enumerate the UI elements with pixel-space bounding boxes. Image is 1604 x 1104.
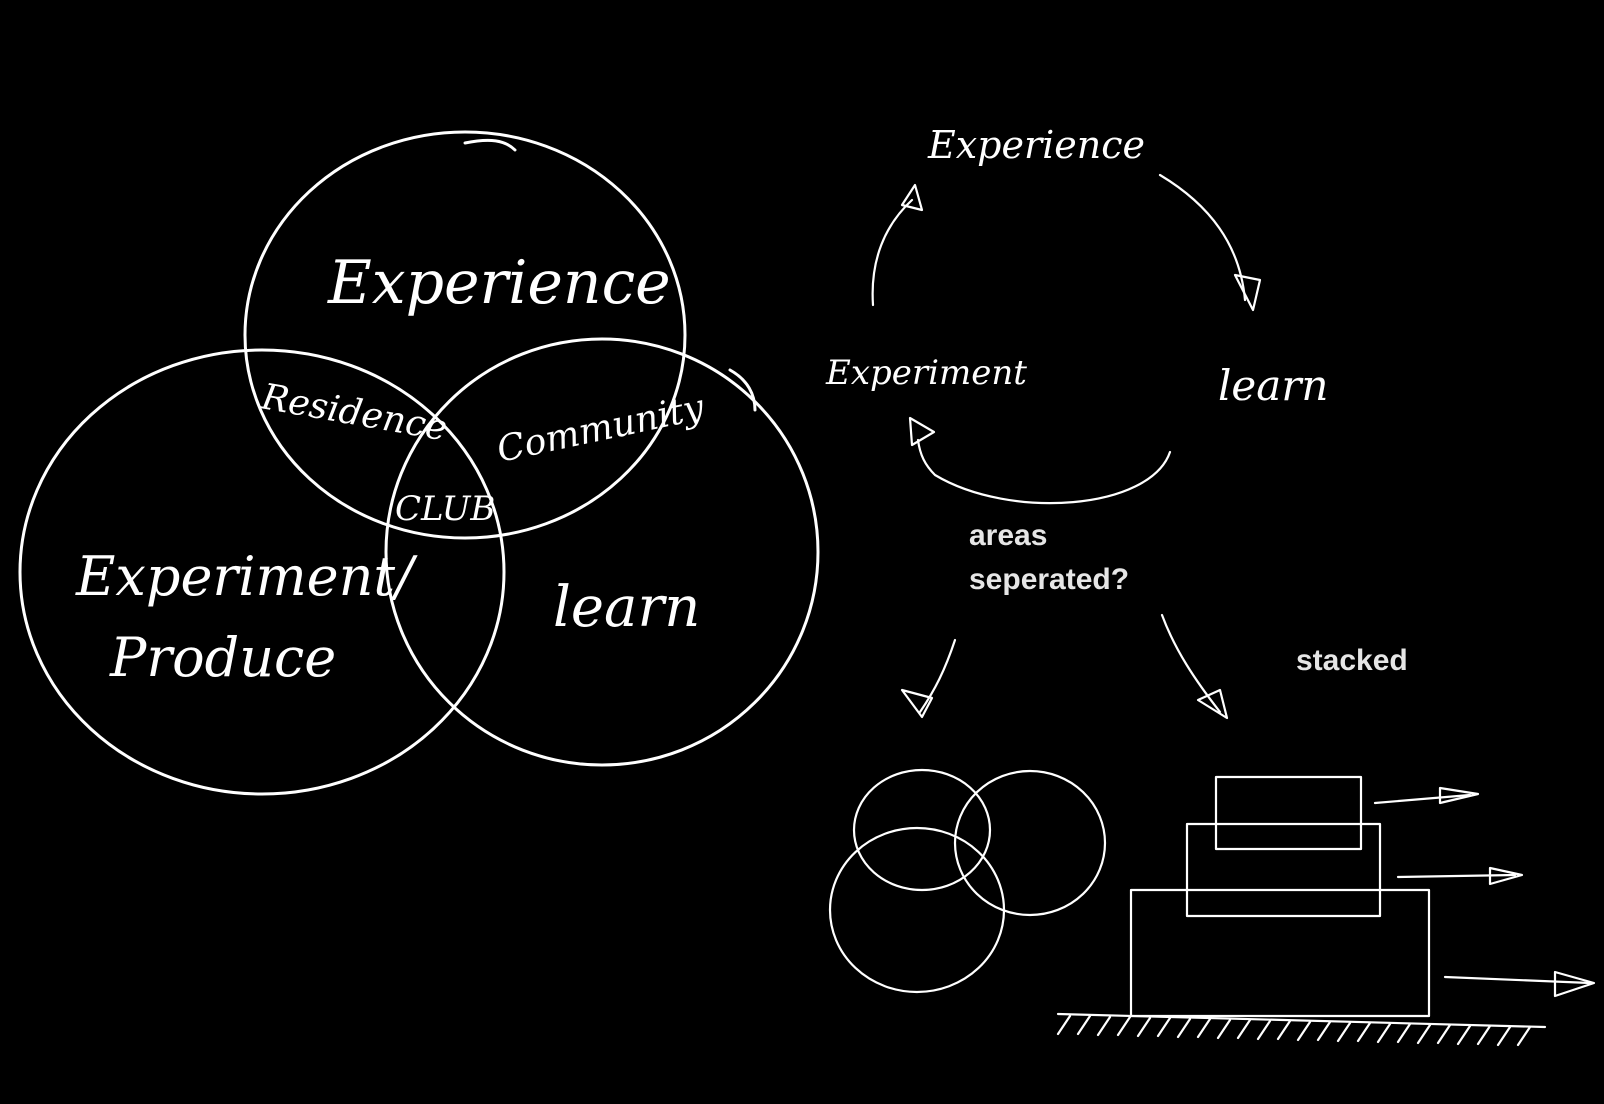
venn-circle-experiment-produce [18,348,506,796]
venn-circle-learn [384,337,820,767]
venn-label-experiment-line2: Produce [109,626,336,689]
cycle-arrowhead-experience [900,183,924,212]
venn-label-experience: Experience [327,248,671,318]
cycle-arrow-experience-to-learn [1158,173,1247,302]
ground-line [1056,1012,1547,1029]
venn-label-experiment-line1: Experiment/ [75,545,418,608]
venn-circle-learn-overstroke [728,368,757,412]
stack-arrow-bottom [1443,975,1592,985]
note-areas-line2: seperated? [969,563,1129,596]
stack-arrowhead-middle [1488,866,1524,886]
notes: areas seperated? stacked [900,519,1408,720]
venn-circle-experience-overstroke [463,138,517,152]
note-areas-line1: areas [969,519,1047,552]
arrow-to-separated-sketch [918,638,957,714]
venn-label-club: CLUB [395,489,495,529]
arrow-to-stacked-sketch [1160,613,1222,714]
cycle-arrowhead-experiment [908,416,936,447]
small-circle-top-left [852,768,992,892]
stack-bottom-box [1129,888,1431,1018]
stack-middle-box [1185,822,1382,918]
small-circle-right [953,769,1107,917]
arrowhead-stacked [1196,688,1229,720]
note-stacked: stacked [1296,644,1408,677]
stack-arrow-middle [1396,873,1517,879]
stack-arrowhead-bottom [1553,970,1596,998]
separated-circles-sketch [828,768,1107,994]
cycle-arrow-experiment-to-experience [871,198,914,307]
venn-circle-experience [243,130,687,540]
cycle-arrow-learn-to-experiment [916,438,1172,505]
ground-hatching [1056,1014,1532,1047]
cycle-diagram: Experience learn Experiment [825,123,1328,505]
cycle-arrowhead-learn [1233,273,1262,312]
arrowhead-separated [900,688,934,719]
stacked-building-sketch [1056,775,1596,1047]
cycle-label-experience: Experience [927,123,1145,167]
stack-arrow-top [1373,793,1472,805]
venn-label-learn: learn [553,575,700,640]
cycle-label-experiment: Experiment [825,353,1027,393]
stack-arrowhead-top [1438,786,1480,805]
small-circle-bottom [828,826,1006,994]
cycle-label-learn: learn [1218,361,1328,410]
stack-top-box [1214,775,1363,851]
